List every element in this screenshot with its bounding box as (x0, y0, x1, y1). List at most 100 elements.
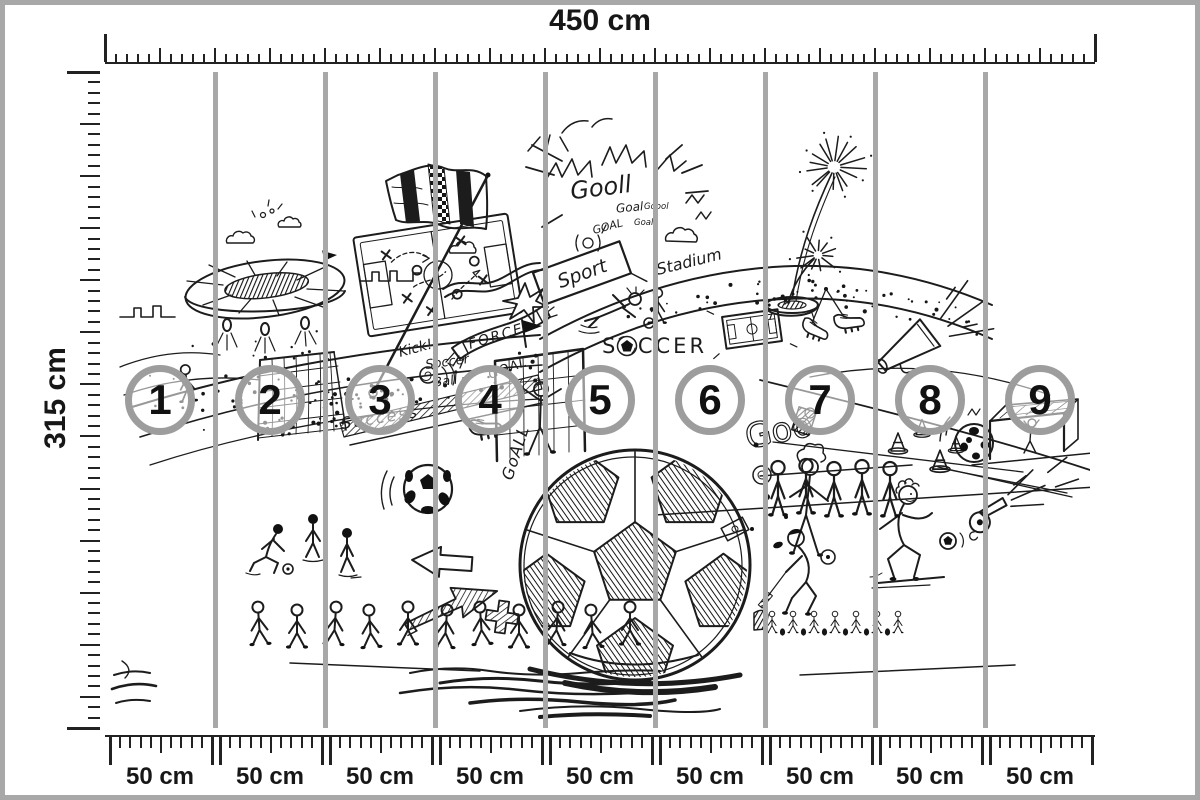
ruler-tick (741, 737, 743, 748)
ruler-tick (930, 737, 932, 753)
corner-squiggles (112, 661, 156, 703)
panel-divider (543, 72, 548, 728)
ruler-tick (119, 737, 121, 748)
ruler-tick (88, 144, 100, 146)
ruler-tick (720, 54, 722, 62)
runner-kicking (246, 524, 293, 575)
ruler-tick (1050, 737, 1052, 748)
segment-length-label: 50 cm (435, 763, 545, 791)
ruler-tick (899, 737, 901, 748)
ruler-tick (88, 529, 100, 531)
ruler-tick (951, 54, 953, 62)
ruler-tick (456, 54, 458, 62)
ruler-tick (88, 206, 100, 208)
panel-number: 8 (918, 379, 941, 421)
ruler-tick (88, 102, 100, 104)
doodle-word-goal: Goal (615, 199, 644, 215)
ruler-tick (730, 737, 732, 748)
ruler-top-baseline (105, 62, 1095, 64)
ruler-tick (797, 54, 799, 62)
ruler-tick (950, 737, 952, 748)
ruler-tick (549, 737, 552, 765)
ruler-tick (88, 633, 100, 635)
ruler-tick (789, 737, 791, 748)
panel-number-badge: 5 (565, 365, 635, 435)
doodle-word-sport: Sport (555, 254, 612, 293)
ruler-tick (88, 456, 100, 458)
ruler-tick (654, 48, 656, 62)
panel-number-badge: 8 (895, 365, 965, 435)
ruler-tick (313, 54, 315, 62)
panel-number-badge: 1 (125, 365, 195, 435)
panel-divider (213, 72, 218, 728)
panel-number: 7 (808, 379, 831, 421)
segment-length-label: 50 cm (105, 763, 215, 791)
ruler-tick (445, 54, 447, 62)
ruler-tick (961, 737, 963, 748)
ruler-tick (225, 54, 227, 62)
ruler-tick (88, 717, 100, 719)
ruler-tick (411, 737, 413, 748)
ruler-tick (126, 54, 128, 62)
ruler-tick (115, 54, 117, 62)
ruler-tick (160, 737, 162, 753)
ruler-tick (1072, 54, 1074, 62)
ruler-bottom-segment: 50 cm (985, 737, 1095, 797)
ruler-tick (400, 737, 402, 748)
ruler-tick (800, 737, 802, 748)
segment-length-label: 50 cm (325, 763, 435, 791)
ruler-tick (421, 737, 423, 748)
ruler-tick (533, 54, 535, 62)
ruler-tick (863, 54, 865, 62)
ruler-bottom-segment: 50 cm (655, 737, 765, 797)
ruler-tick (751, 737, 753, 748)
ruler-tick (940, 737, 942, 748)
ruler-tick (80, 227, 100, 229)
ruler-tick (599, 48, 601, 62)
ruler-tick (439, 737, 442, 765)
panel-number: 3 (368, 379, 391, 421)
whistle-doodle (957, 456, 1087, 541)
ruler-tick (88, 581, 100, 583)
small-soccer-ball-doodle (381, 465, 452, 514)
ruler-tick (88, 321, 100, 323)
ruler-tick (219, 737, 222, 765)
ruler-tick (412, 54, 414, 62)
sport-banner-doodle: Sport (533, 237, 647, 317)
ruler-tick (577, 54, 579, 62)
ruler-tick (80, 331, 100, 333)
ruler-tick (191, 737, 193, 748)
ruler-tick (478, 54, 480, 62)
stick-figure (357, 604, 382, 650)
doodle-word-goal-caps: GOAL (591, 216, 624, 237)
ruler-tick (769, 737, 772, 765)
ruler-tick (88, 290, 100, 292)
ruler-tick (973, 54, 975, 62)
ruler-tick (1028, 54, 1030, 62)
ruler-tick (531, 737, 533, 748)
stick-figure (508, 605, 530, 649)
ruler-tick (580, 737, 582, 748)
ruler-tick (258, 54, 260, 62)
ruler-tick (379, 48, 381, 62)
panel-number: 1 (148, 379, 171, 421)
ruler-tick (929, 48, 931, 62)
ruler-top (105, 30, 1095, 64)
ruler-tick (999, 737, 1001, 748)
ruler-tick (620, 737, 622, 748)
ruler-tick (88, 217, 100, 219)
ruler-tick (88, 269, 100, 271)
stick-figure (880, 462, 900, 518)
ruler-tick (1094, 34, 1097, 62)
ruler-tick (269, 48, 271, 62)
ruler-tick (1039, 48, 1041, 62)
panel-divider (873, 72, 878, 728)
ruler-tick (889, 737, 891, 748)
ruler-bottom-segment: 50 cm (545, 737, 655, 797)
ruler-tick (731, 54, 733, 62)
ruler-tick (808, 54, 810, 62)
ruler-tick (349, 737, 351, 748)
ruler-tick (88, 92, 100, 94)
ruler-tick (88, 602, 100, 604)
